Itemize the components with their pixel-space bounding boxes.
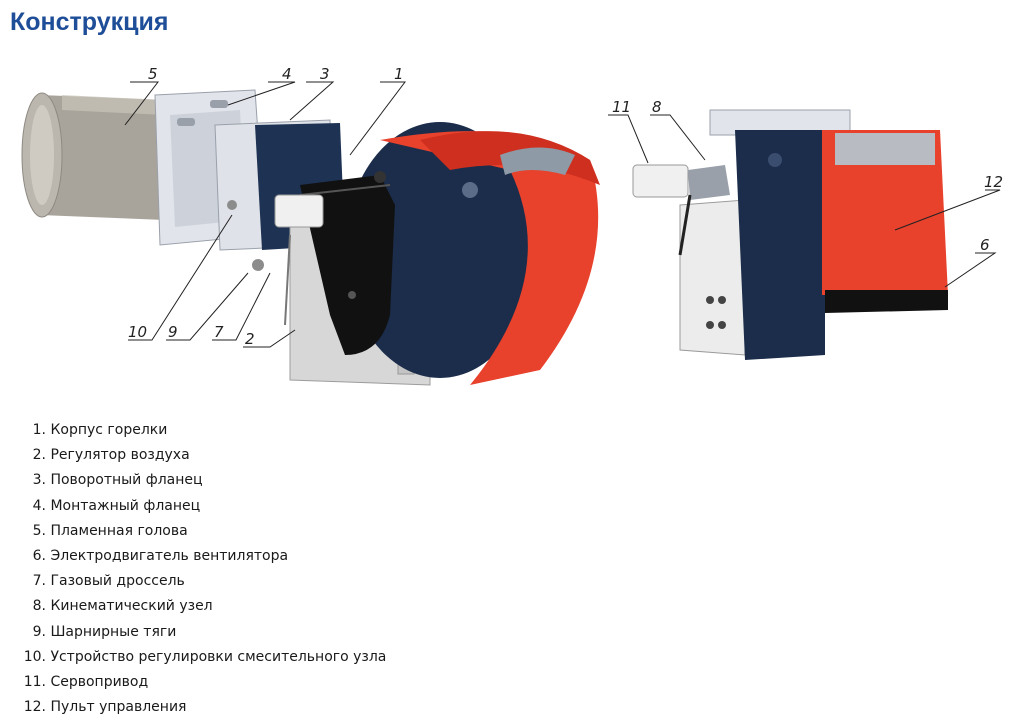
burner-housing-right: [735, 130, 825, 360]
burner-drawing: 5 4 3 1 10 9 7 2: [21, 65, 1003, 386]
callout-8: 8: [652, 98, 662, 116]
burner-left-view: [21, 89, 600, 386]
callout-9: 9: [168, 323, 178, 341]
callout-6: 6: [980, 236, 990, 254]
servo-left: [274, 194, 324, 228]
callout-5: 5: [148, 65, 158, 83]
burner-housing: [345, 122, 600, 385]
list-item: 11. Сервопривод: [23, 673, 149, 690]
list-item: 6. Электродвигатель вентилятора: [32, 547, 289, 564]
callout-4: 4: [282, 65, 292, 83]
leader-lines-right: [608, 114, 1001, 288]
list-item: 3. Поворотный фланец: [32, 472, 203, 489]
hinge-rod: [284, 234, 291, 326]
air-regulator-right: [679, 199, 746, 356]
burner-right-view: [632, 109, 948, 360]
servo-right: [632, 164, 689, 198]
callout-12: 12: [984, 173, 1003, 191]
kinematic-unit-right: [688, 165, 730, 200]
list-item: 9. Шарнирные тяги: [32, 623, 177, 640]
list-item: 10. Устройство регулировки смесительного…: [23, 648, 387, 665]
list-item: 12. Пульт управления: [23, 699, 187, 716]
callout-7: 7: [214, 323, 224, 341]
callout-10: 10: [128, 323, 147, 341]
kinematic-linkage-left: [299, 171, 395, 355]
list-item: 8. Кинематический узел: [32, 598, 213, 615]
callout-11: 11: [612, 98, 631, 116]
list-item: 7. Газовый дроссель: [32, 573, 185, 590]
callout-1: 1: [394, 65, 404, 83]
component-list: 1. Корпус горелки 2. Регулятор воздуха 3…: [18, 418, 387, 720]
control-panel-housing: [822, 130, 948, 295]
list-item: 5. Пламенная голова: [32, 522, 188, 539]
mixing-adjuster-node: [227, 200, 237, 210]
callout-2: 2: [245, 330, 255, 348]
page-title: Конструкция: [10, 8, 169, 36]
list-item: 1. Корпус горелки: [32, 422, 168, 438]
fan-motor: [825, 290, 948, 313]
flame-head: [21, 92, 165, 220]
list-item: 2. Регулятор воздуха: [32, 447, 190, 464]
burner-illustration: 5 4 3 1 10 9 7 2: [0, 55, 1019, 395]
leader-lines-left: [124, 81, 407, 348]
gas-throttle-node: [252, 259, 264, 271]
list-item: 4. Монтажный фланец: [32, 497, 201, 514]
callout-3: 3: [320, 65, 330, 83]
